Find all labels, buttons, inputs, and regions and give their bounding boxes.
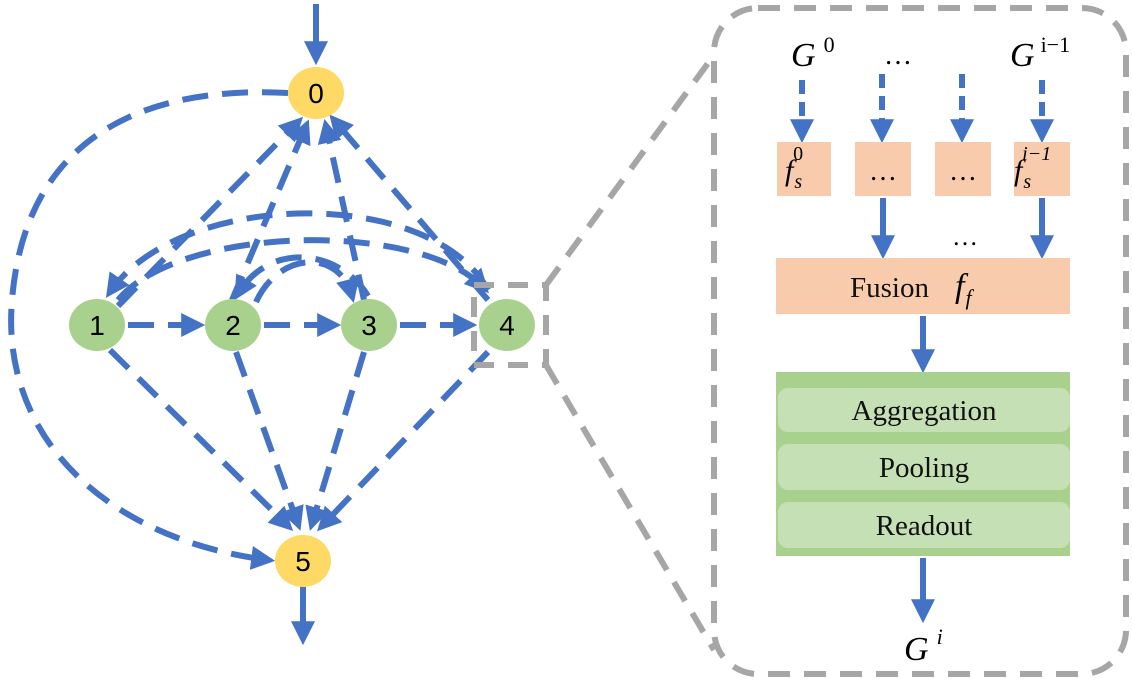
node-3-label: 3	[361, 310, 377, 341]
node-3: 3	[341, 299, 397, 351]
node-1: 1	[69, 299, 125, 351]
layer-readout-box	[778, 502, 1070, 548]
layer-pooling-box	[778, 444, 1070, 490]
input-ellipsis: …	[884, 40, 912, 71]
edge-0-5-outer	[8, 89, 289, 570]
zoom-line-top	[543, 53, 717, 287]
sampling-box-first	[777, 142, 831, 196]
sampling-box-last	[1014, 142, 1070, 196]
node-2: 2	[205, 299, 261, 351]
node-5: 5	[275, 535, 331, 587]
layer-aggregation-label: Aggregation	[852, 395, 997, 427]
edge-3-5	[305, 351, 367, 531]
node-2-label: 2	[225, 310, 241, 341]
edge-2-5	[233, 350, 304, 531]
sampling-mid1-label: …	[869, 156, 897, 187]
fusion-block: Fusion ff	[776, 258, 1070, 314]
fusion-label: Fusion	[850, 272, 929, 304]
edge-2-3-arc	[253, 259, 360, 304]
edge-4-5	[317, 349, 491, 532]
sampling-last-label: fsi−1	[1014, 143, 1051, 193]
node-1-label: 1	[89, 310, 105, 341]
sampling-arrows	[871, 198, 1054, 260]
input-arrows	[790, 74, 1054, 144]
edge-1-0	[115, 116, 304, 309]
node-0-label: 0	[308, 78, 324, 109]
node-4: 4	[479, 299, 535, 351]
sampling-between-ellipsis: …	[952, 222, 978, 251]
zoom-detail-frame	[711, 5, 1129, 677]
edge-1-5	[107, 347, 294, 532]
sampling-mid2-label: …	[949, 156, 977, 187]
sampling-first-label: fs0	[785, 143, 803, 193]
cell-graph	[8, 4, 491, 646]
layer-pooling-label: Pooling	[879, 452, 969, 484]
sampling-box-mid2	[935, 142, 991, 196]
edge-4-1-arc	[105, 210, 491, 298]
edge-1-4-arc	[115, 237, 489, 302]
node-0: 0	[288, 67, 344, 119]
zoom-line-bottom	[543, 363, 717, 652]
layer-aggregation-box	[778, 388, 1070, 432]
sampling-box-mid1	[855, 142, 911, 196]
graph-nodes: 0 1 2 3 4 5	[69, 67, 535, 587]
zoom-source-box	[471, 282, 549, 368]
fusion-box	[776, 258, 1070, 314]
node-4-label: 4	[499, 310, 515, 341]
sampling-row: fs0 … … fsi−1	[777, 142, 1070, 196]
node-5-label: 5	[295, 546, 311, 577]
zoom-indicator	[471, 5, 1129, 677]
gnn-module: Aggregation Pooling Readout	[776, 372, 1070, 556]
layer-readout-label: Readout	[876, 510, 973, 542]
